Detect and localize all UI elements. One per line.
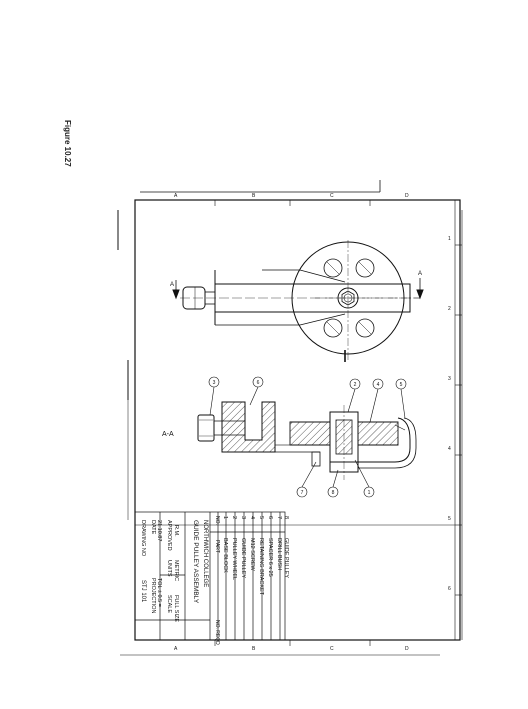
balloon-number: 8 [332,490,335,496]
part-balloons [208,376,407,498]
grid-ref-side: 5 [448,516,451,522]
parts-row-no: 5 [258,516,264,519]
units-label: UNITS [166,560,172,577]
parts-row-no: 8 [283,516,289,519]
section-label: A-A [162,431,174,438]
school-name: NORTHWICH COLLEGE [202,520,208,587]
parts-header-no-reqd: NO. REQD [214,620,220,645]
section-view [197,401,417,480]
parts-row-desc: BASE BLOCK [222,538,228,573]
grid-ref-bottom: D [405,646,409,652]
grid-ref-side: 2 [448,306,451,312]
approved-by: R.M. [173,525,179,537]
title-block [134,511,286,641]
grid-ref-top: D [405,193,409,199]
parts-row-no: 4 [249,516,255,519]
grid-ref-side: 6 [448,586,451,592]
sheet-border [117,180,463,656]
parts-header-no: NO. [214,516,220,525]
grid-ref-side: 4 [448,446,451,452]
parts-row-desc: GUIDE PULLEY [240,538,246,578]
approved-label: APPROVED [166,520,172,551]
parts-row-desc: RETAINING BRACKET [258,538,264,596]
grid-refs: A B C D A B C D 1 2 3 4 5 6 [174,193,451,652]
date-label: DATE [150,520,156,535]
balloon-number: 2 [354,382,357,388]
balloon-number: 7 [301,490,304,496]
grid-ref-bottom: C [330,646,334,652]
balloon-number: 6 [257,380,260,386]
projection-label: PROJECTION [150,578,156,613]
parts-row-no: 7 [276,516,282,519]
balloon-number: 4 [377,382,380,388]
parts-row-desc: GUIDE PULLEY [283,538,289,578]
grid-ref-top: B [252,193,256,199]
cutting-plane-label-a1: A [170,282,174,288]
balloon-numbers: 3 6 2 4 5 7 8 1 [213,380,403,496]
parts-row-no: 6 [267,516,273,519]
grid-ref-bottom: B [252,646,256,652]
drawing-no: STJ 101 [140,580,146,603]
drawing-no-label: DRAWING NO [140,520,146,557]
balloon-number: 3 [213,380,216,386]
units-value: METRIC [173,560,179,581]
grid-ref-side: 3 [448,376,451,382]
parts-row-desc: M12 SCREW [249,538,255,572]
parts-row-desc: DRILL BUSH [276,538,282,570]
date-value: 21.10.87 [156,520,162,541]
grid-ref-bottom: A [174,646,178,652]
drawing-title: GUIDE PULLEY ASSEMBLY [192,520,199,604]
parts-header-part: PART [214,540,220,553]
grid-ref-top: C [330,193,334,199]
figure-caption: Figure 10.27 [63,120,72,167]
scale-value: FULL SIZE [173,595,179,622]
parts-row-desc: SPACER 6 x 25 [267,538,273,577]
grid-ref-side: 1 [448,236,451,242]
parts-row-no: 1 [222,516,228,519]
title-block-text: DRAWING NO STJ 101 DATE 21.10.87 PROJECT… [140,516,289,645]
balloon-number: 5 [400,382,403,388]
parts-row-desc: PULLEY WHEEL [231,538,237,580]
balloon-number: 1 [368,490,371,496]
grid-ref-top: A [174,193,178,199]
scale-label: SCALE [166,595,172,613]
parts-row-no: 2 [231,516,237,519]
plan-view [172,240,424,362]
cutting-plane-label-a2: A [418,271,422,277]
parts-row-no: 3 [240,516,246,519]
tolerance: TOL ± 0.5 = [156,578,162,607]
